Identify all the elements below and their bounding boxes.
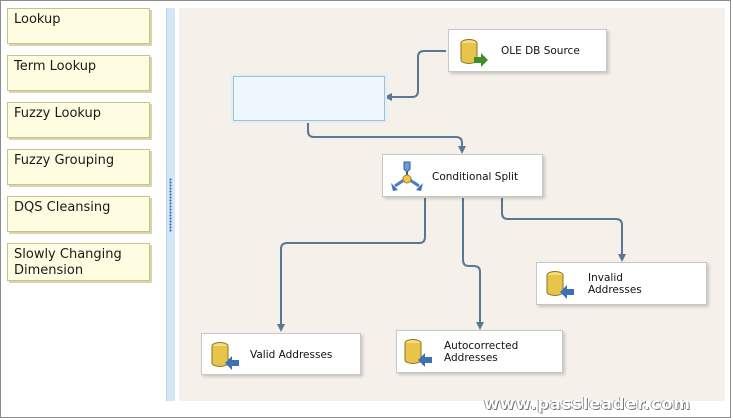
invalid-addresses-node[interactable]: Invalid Addresses: [536, 262, 707, 305]
path-split-to-invalid[interactable]: [501, 198, 626, 262]
conditional-split-node[interactable]: Conditional Split: [382, 154, 543, 197]
node-label: OLE DB Source: [501, 45, 580, 57]
toolbox-item-dqs-cleansing[interactable]: DQS Cleansing: [7, 196, 150, 232]
conditional-split-icon: [391, 161, 423, 191]
empty-component-slot[interactable]: [233, 76, 385, 121]
autocorrected-addresses-node[interactable]: Autocorrected Addresses: [396, 330, 563, 373]
toolbox-item-term-lookup[interactable]: Term Lookup: [7, 55, 150, 91]
watermark: www.passleader.com: [484, 394, 691, 413]
toolbox-item-fuzzy-lookup[interactable]: Fuzzy Lookup: [7, 102, 150, 138]
node-label: Valid Addresses: [250, 349, 333, 361]
path-source-to-slot[interactable]: [384, 50, 446, 101]
toolbox-item-slowly-changing-dimension[interactable]: Slowly Changing Dimension: [7, 243, 150, 281]
valid-addresses-node[interactable]: Valid Addresses: [201, 333, 361, 375]
database-destination-icon: [211, 342, 239, 370]
node-label: Conditional Split: [432, 171, 519, 183]
database-destination-icon: [546, 271, 574, 299]
node-label: Invalid Addresses: [588, 272, 642, 296]
pane-splitter[interactable]: [166, 8, 175, 401]
toolbox-item-label: DQS Cleansing: [14, 200, 111, 215]
toolbox-item-label: Term Lookup: [14, 59, 97, 74]
toolbox-item-label: Fuzzy Lookup: [14, 106, 102, 121]
toolbox-item-label: Lookup: [14, 12, 61, 27]
toolbox-item-lookup[interactable]: Lookup: [7, 8, 150, 44]
splitter-grip-icon[interactable]: [169, 178, 172, 232]
toolbox-item-label: Fuzzy Grouping: [14, 153, 115, 168]
path-split-to-valid[interactable]: [277, 198, 426, 332]
ole-db-source-node[interactable]: OLE DB Source: [448, 29, 607, 72]
toolbox-item-fuzzy-grouping[interactable]: Fuzzy Grouping: [7, 149, 150, 185]
path-slot-to-split[interactable]: [307, 121, 466, 154]
path-split-to-autocorrected[interactable]: [462, 198, 484, 330]
database-source-icon: [460, 39, 488, 67]
node-label: Autocorrected Addresses: [444, 340, 519, 364]
database-destination-icon: [404, 339, 432, 367]
toolbox-item-label: Slowly Changing Dimension: [14, 247, 122, 278]
